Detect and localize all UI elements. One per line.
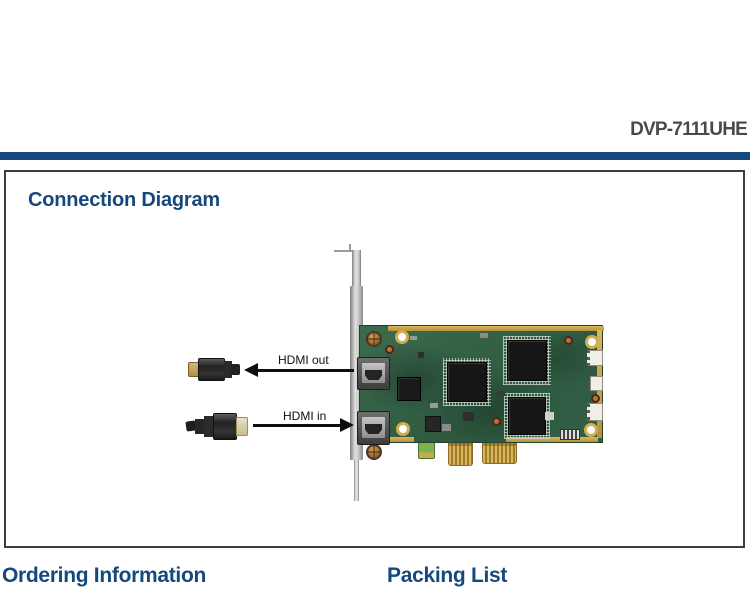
hdmi-out-cable-cord (231, 364, 240, 375)
mounting-hole (584, 423, 598, 437)
header-divider-bar (0, 152, 750, 160)
hdmi-in-arrow-head (340, 418, 354, 432)
pcb-component (545, 412, 554, 420)
hdmi-out-arrow-shaft (257, 369, 354, 372)
chip-die (507, 340, 547, 381)
bracket-lower-tab (354, 460, 359, 501)
hdmi-port-slot (365, 370, 382, 380)
hdmi-in-arrow-shaft (253, 424, 341, 427)
pcb-component (418, 352, 424, 358)
hdmi-in-cable-strain-relief (204, 416, 214, 437)
hdmi-out-cable-strain-relief (224, 361, 232, 378)
chip-die (447, 362, 487, 402)
main-processor-chip (443, 358, 491, 406)
controller-chip (504, 393, 550, 439)
pcb-component (463, 412, 474, 421)
pcb-component (425, 416, 441, 432)
pcb-via-ring (591, 394, 600, 403)
pcie-gold-fingers-long (482, 443, 517, 464)
pcb-via-ring (492, 417, 501, 426)
mounting-hole (585, 335, 599, 349)
hdmi-in-cable-plug-tip (236, 417, 248, 436)
hdmi-out-cable-plug-body (198, 358, 225, 381)
pcb-via-ring (564, 336, 573, 345)
hdmi-out-port (357, 357, 390, 390)
hdmi-port-slot (365, 424, 382, 434)
pcb-gold-edge-top (388, 326, 604, 331)
bracket-screw (366, 444, 382, 460)
chip-die (508, 397, 546, 435)
hdmi-out-label: HDMI out (278, 353, 329, 367)
pcb-component (497, 391, 505, 396)
pcb-component (430, 403, 438, 408)
pcie-gold-fingers-short (448, 443, 473, 466)
bracket-tab-outline (334, 250, 356, 252)
mounting-hole (396, 422, 410, 436)
pcb-via-ring (385, 345, 394, 354)
connection-diagram-title: Connection Diagram (28, 189, 220, 211)
bracket-upper (352, 250, 361, 286)
wafer-connector (587, 403, 603, 421)
hdmi-in-label: HDMI in (283, 409, 327, 423)
hdmi-in-cable-plug-body (213, 413, 237, 440)
pcb-gold-edge-bottom-right (506, 437, 598, 442)
pcb-component (410, 336, 417, 340)
hdmi-out-arrow-head (244, 363, 258, 377)
pcie-edge-tab (418, 443, 435, 459)
bracket-tab-fold (349, 244, 351, 251)
pcb-component (480, 333, 488, 338)
hdmi-in-port (357, 411, 390, 445)
wafer-connector (590, 376, 603, 391)
memory-chip (503, 336, 551, 385)
product-model: DVP-7111UHE (630, 119, 748, 140)
pcb-gold-edge-bottom-left (388, 437, 414, 442)
mounting-hole (395, 330, 409, 344)
bracket-screw (366, 331, 382, 347)
hdmi-in-cable-strain-relief (195, 419, 205, 434)
ordering-information-title: Ordering Information (2, 564, 207, 587)
wafer-connector (587, 350, 603, 366)
pcb-component (560, 429, 580, 440)
packing-list-title: Packing List (387, 564, 508, 587)
pcb-component (442, 424, 451, 431)
small-ic-chip (397, 377, 421, 401)
